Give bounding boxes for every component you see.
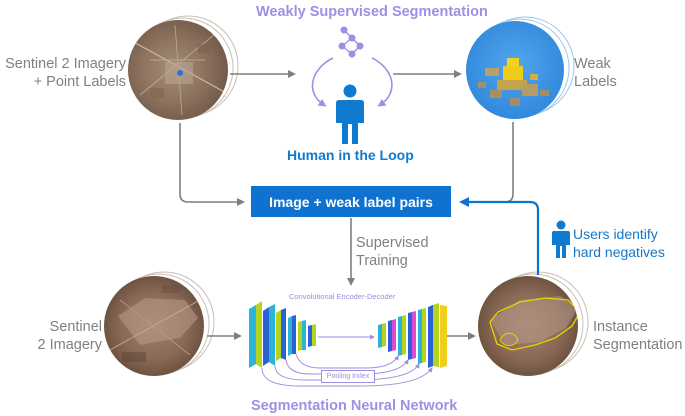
instance-segmentation-label: Instance Segmentation bbox=[593, 319, 683, 354]
cycle-arrows-icon bbox=[311, 57, 393, 107]
encoder-layers bbox=[249, 301, 316, 368]
diagram-title: Weakly Supervised Segmentation bbox=[256, 4, 488, 20]
sentinel-imagery-label: Sentinel 2 Imagery bbox=[37, 319, 102, 354]
arrow-weak-to-pairs bbox=[460, 122, 514, 206]
input-imagery-label: Sentinel 2 Imagery + Point Labels bbox=[5, 56, 126, 91]
segmentation-outline bbox=[489, 297, 578, 351]
pooling-index-label: Pooling Index bbox=[321, 370, 375, 383]
encoder-decoder-label: Convolutional Encoder-Decoder bbox=[289, 292, 396, 301]
weak-label-image bbox=[466, 16, 575, 119]
network-graph-icon bbox=[338, 26, 364, 58]
image-weak-label-pairs-box: Image + weak label pairs bbox=[251, 186, 451, 217]
point-label-marker bbox=[177, 70, 183, 76]
users-hard-negatives-label: Users identify hard negatives bbox=[573, 226, 665, 260]
encoder-decoder-graphic bbox=[249, 301, 447, 387]
satellite-image-bottom bbox=[104, 271, 215, 376]
network-title: Segmentation Neural Network bbox=[251, 398, 458, 414]
human-in-the-loop-label: Human in the Loop bbox=[287, 147, 414, 163]
supervised-training-label: Supervised Training bbox=[356, 235, 429, 270]
weak-labels-label: Weak Labels bbox=[574, 56, 617, 91]
satellite-image-top bbox=[128, 15, 239, 120]
decoder-layers bbox=[378, 303, 447, 368]
instance-segmentation-image bbox=[478, 271, 589, 376]
feedback-arrow bbox=[459, 197, 540, 275]
person-icon bbox=[336, 84, 364, 144]
user-icon bbox=[552, 220, 570, 258]
arrow-imagery-to-pairs bbox=[179, 123, 245, 206]
